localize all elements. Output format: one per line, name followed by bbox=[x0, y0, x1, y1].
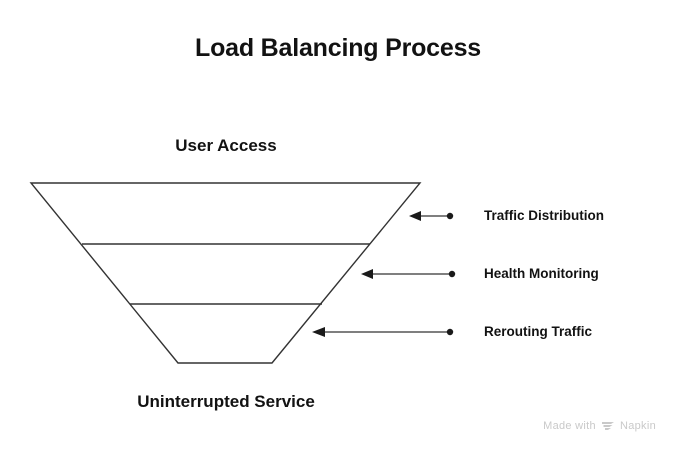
page-title: Load Balancing Process bbox=[195, 34, 481, 62]
connector-arrow-3 bbox=[312, 327, 454, 337]
connector-arrow-1 bbox=[409, 211, 454, 221]
stage-label-health-monitoring: Health Monitoring bbox=[484, 266, 599, 281]
funnel-outline bbox=[29, 182, 422, 364]
watermark-made-with-label: Made with bbox=[543, 420, 596, 432]
watermark-brand-label: Napkin bbox=[619, 420, 656, 432]
funnel-top-label: User Access bbox=[175, 136, 277, 155]
stage-label-rerouting-traffic: Rerouting Traffic bbox=[484, 324, 593, 339]
napkin-logo-icon bbox=[601, 422, 614, 430]
connector-arrow-2 bbox=[361, 269, 456, 279]
stage-label-traffic-distribution: Traffic Distribution bbox=[484, 208, 605, 223]
funnel-bottom-label: Uninterrupted Service bbox=[137, 392, 315, 411]
napkin-watermark: Made with Napkin bbox=[543, 420, 656, 432]
